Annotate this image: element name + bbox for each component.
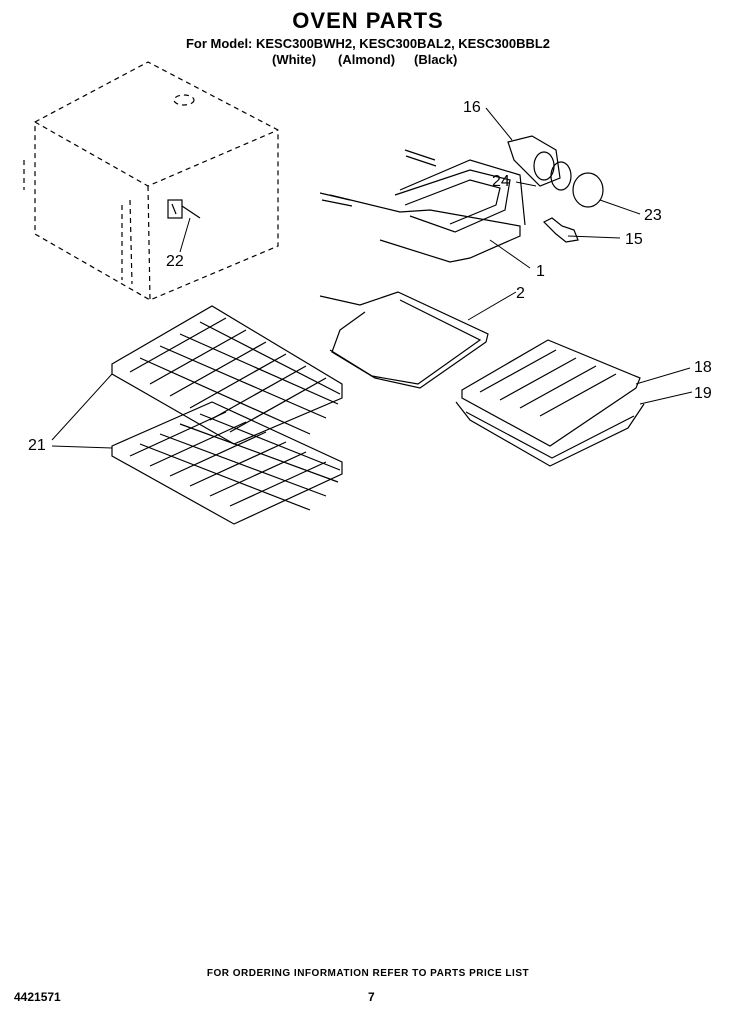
part-23-lamp-lens — [572, 172, 604, 208]
part-18-broiler-grid — [461, 339, 641, 447]
part-1-bake-element — [319, 149, 526, 263]
callout-21: 21 — [28, 437, 46, 454]
document-number: 4421571 — [14, 990, 61, 1004]
page-number: 7 — [368, 990, 375, 1004]
part-2-broil-element — [319, 291, 489, 389]
leader-lines — [51, 107, 693, 449]
callout-24: 24 — [492, 173, 510, 190]
color-white-label: (White) — [272, 52, 317, 67]
callout-18: 18 — [694, 359, 712, 376]
callout-2: 2 — [516, 285, 525, 302]
part-19-broiler-pan — [455, 401, 645, 467]
callout-22: 22 — [166, 253, 184, 270]
part-21-upper-rack — [111, 305, 343, 445]
callout-19: 19 — [694, 385, 712, 402]
part-22-bracket — [167, 199, 201, 219]
part-21-lower-rack — [111, 401, 343, 525]
color-almond-label: (Almond) — [338, 52, 396, 67]
callout-16: 16 — [463, 99, 481, 116]
model-list: For Model: KESC300BWH2, KESC300BAL2, KES… — [185, 36, 551, 51]
part-24-gasket — [550, 161, 572, 191]
color-black-label: (Black) — [414, 52, 458, 67]
part-15-light-bulb — [542, 217, 579, 243]
page-title: OVEN PARTS — [292, 8, 444, 33]
ordering-note: FOR ORDERING INFORMATION REFER TO PARTS … — [206, 968, 530, 979]
callout-1: 1 — [536, 263, 545, 280]
oven-cavity-outline — [23, 61, 279, 301]
part-16-lamp-socket — [507, 135, 561, 187]
callout-23: 23 — [644, 207, 662, 224]
callout-15: 15 — [625, 231, 643, 248]
